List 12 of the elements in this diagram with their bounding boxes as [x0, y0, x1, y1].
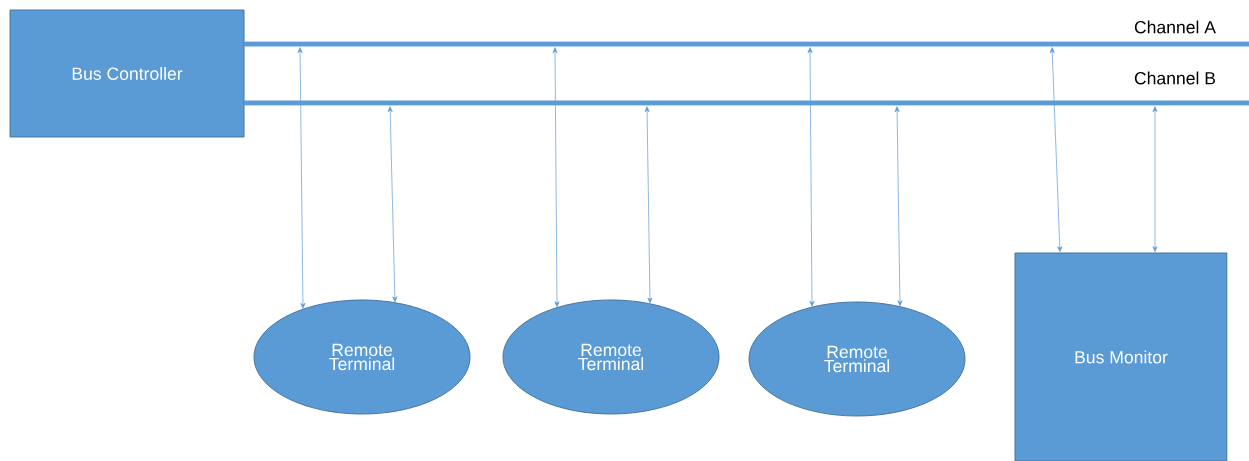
arrow [552, 47, 560, 308]
arrow [894, 106, 903, 307]
arrow [1152, 106, 1158, 252]
arrow [644, 106, 653, 304]
arrow [1049, 47, 1063, 252]
bus-label: Channel B [1134, 71, 1216, 85]
arrow [297, 47, 306, 309]
process-box: Bus Monitor [1014, 252, 1228, 461]
arrow [387, 106, 398, 303]
arrow [807, 47, 815, 307]
process-box: Bus Controller [9, 9, 245, 138]
bus-label: Channel A [1134, 20, 1216, 34]
